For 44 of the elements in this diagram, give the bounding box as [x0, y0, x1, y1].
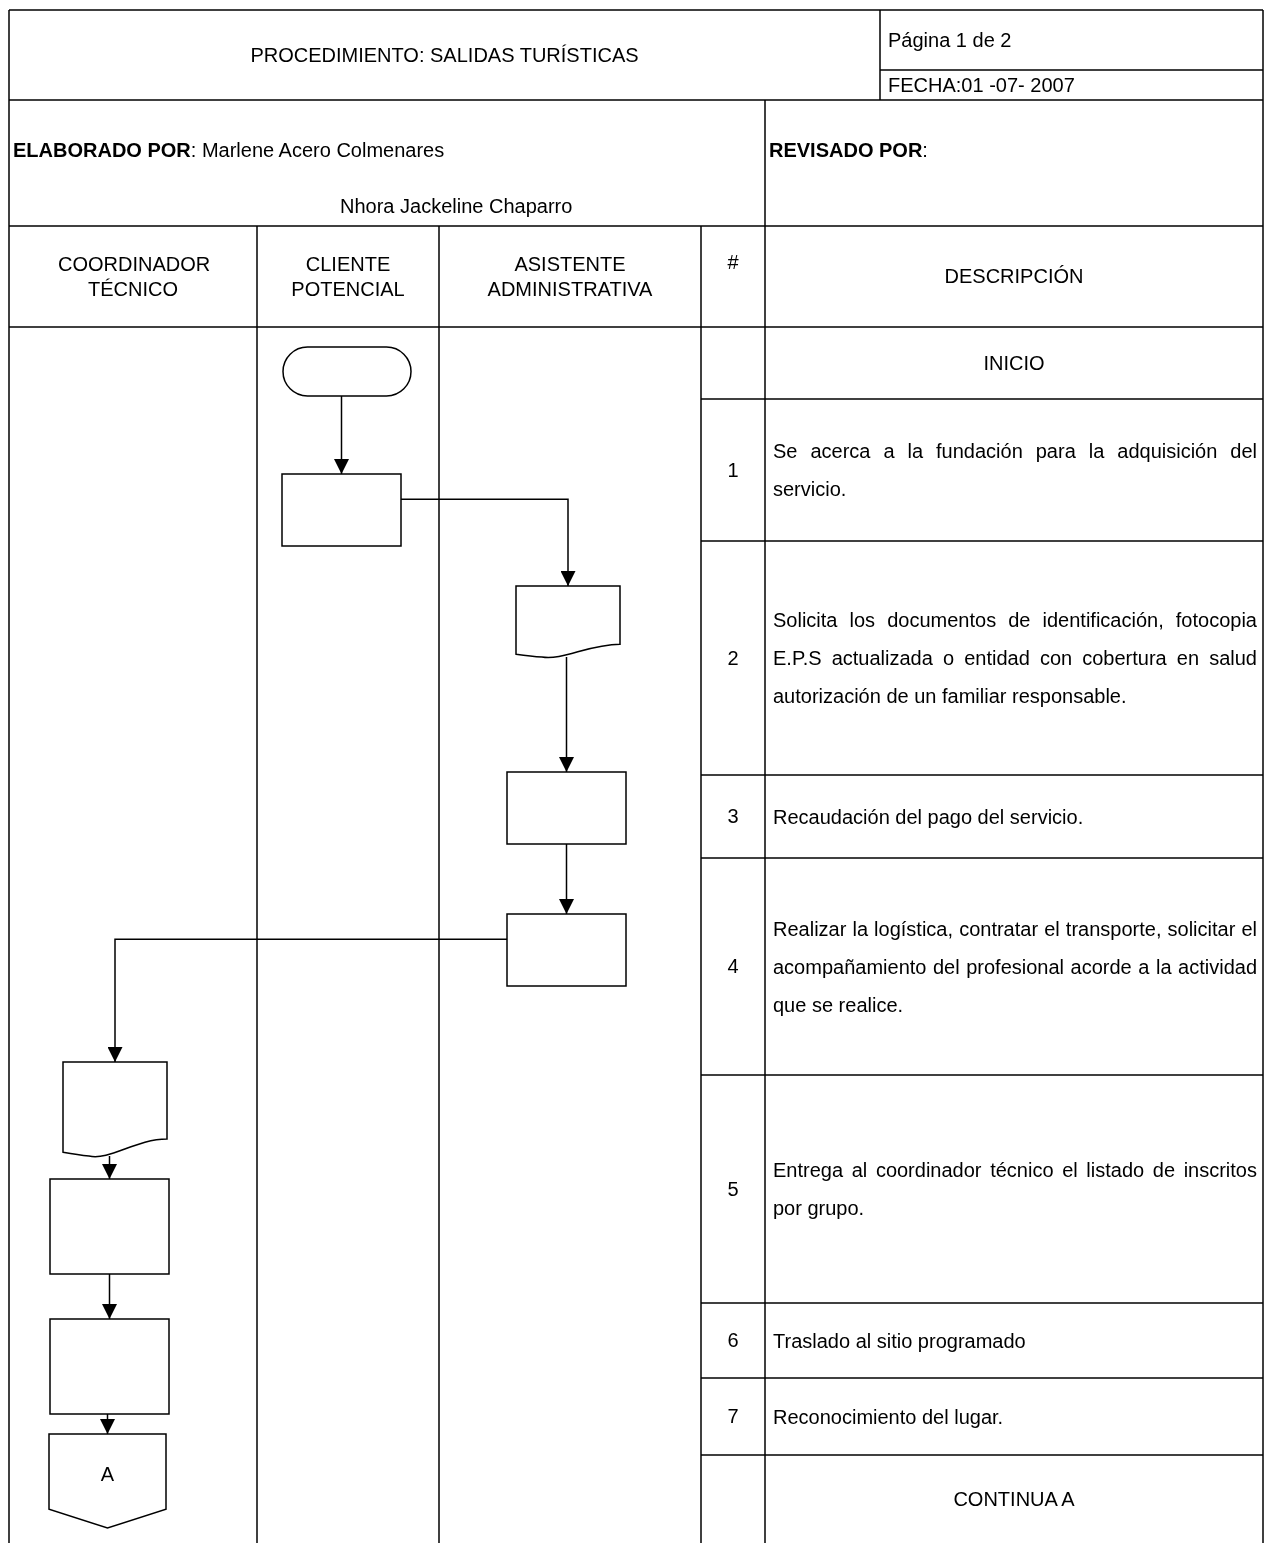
step-description: Traslado al sitio programado — [773, 1328, 1027, 1354]
flow-arrow — [102, 1273, 117, 1320]
flow-arrow — [559, 843, 574, 915]
off-page-connector — [49, 1434, 166, 1528]
flow-arrow — [100, 1413, 115, 1435]
step-number: 2 — [727, 645, 739, 671]
terminal-shape — [283, 347, 411, 396]
author-text: ELABORADO POR: Marlene Acero Colmenares — [13, 137, 445, 163]
process-box — [50, 1179, 169, 1274]
page-number: Página 1 de 2 — [888, 27, 1012, 53]
column-header: COORDINADOR TÉCNICO — [58, 251, 208, 302]
flow-arrow — [334, 395, 349, 475]
document-shape — [516, 586, 620, 657]
process-box — [507, 914, 626, 986]
step-number: 5 — [727, 1176, 739, 1202]
step-description: Solicita los documentos de identificación, fotocopia E.P.S actualizada o entidad con cobertura en salud autorización de un familiar responsable. — [773, 608, 1257, 709]
step-end-text: CONTINUA A — [953, 1486, 1075, 1512]
step-description: Recaudación del pago del servicio. — [773, 804, 1085, 830]
process-box — [282, 474, 401, 546]
step-number: 4 — [727, 954, 739, 979]
reviewer-text: REVISADO POR: — [769, 137, 928, 163]
flow-arrow — [559, 656, 574, 773]
step-description: Realizar la logística, contratar el transporte, solicitar el acompañamiento del profesional acorde a la actividad que se realice. — [773, 916, 1257, 1018]
procedure-title: PROCEDIMIENTO: SALIDAS TURÍSTICAS — [249, 42, 640, 68]
column-header: # — [727, 249, 739, 275]
column-header: CLIENTE POTENCIAL — [290, 251, 406, 302]
process-box — [50, 1319, 169, 1414]
step-number: 6 — [727, 1328, 739, 1353]
step-description: Reconocimiento del lugar. — [773, 1404, 1005, 1430]
document-shape — [63, 1062, 167, 1156]
connector-letter: A — [100, 1463, 115, 1485]
step-number: 3 — [727, 804, 739, 829]
column-header: DESCRIPCIÓN — [944, 264, 1084, 289]
step-description: Se acerca a la fundación para la adquisición del servicio. — [773, 439, 1257, 502]
process-box — [507, 772, 626, 844]
author-text: Nhora Jackeline Chaparro — [340, 193, 573, 219]
step-description: Entrega al coordinador técnico el listado de inscritos por grupo. — [773, 1158, 1257, 1221]
column-header: ASISTENTE ADMINISTRATIVA — [486, 251, 654, 302]
step-number: 7 — [727, 1404, 739, 1429]
flow-arrow — [107, 938, 508, 1063]
step-start-text: INICIO — [983, 350, 1045, 376]
flow-arrow — [102, 1155, 117, 1180]
date-text: FECHA:01 -07- 2007 — [888, 72, 1075, 98]
step-number: 1 — [727, 457, 739, 483]
